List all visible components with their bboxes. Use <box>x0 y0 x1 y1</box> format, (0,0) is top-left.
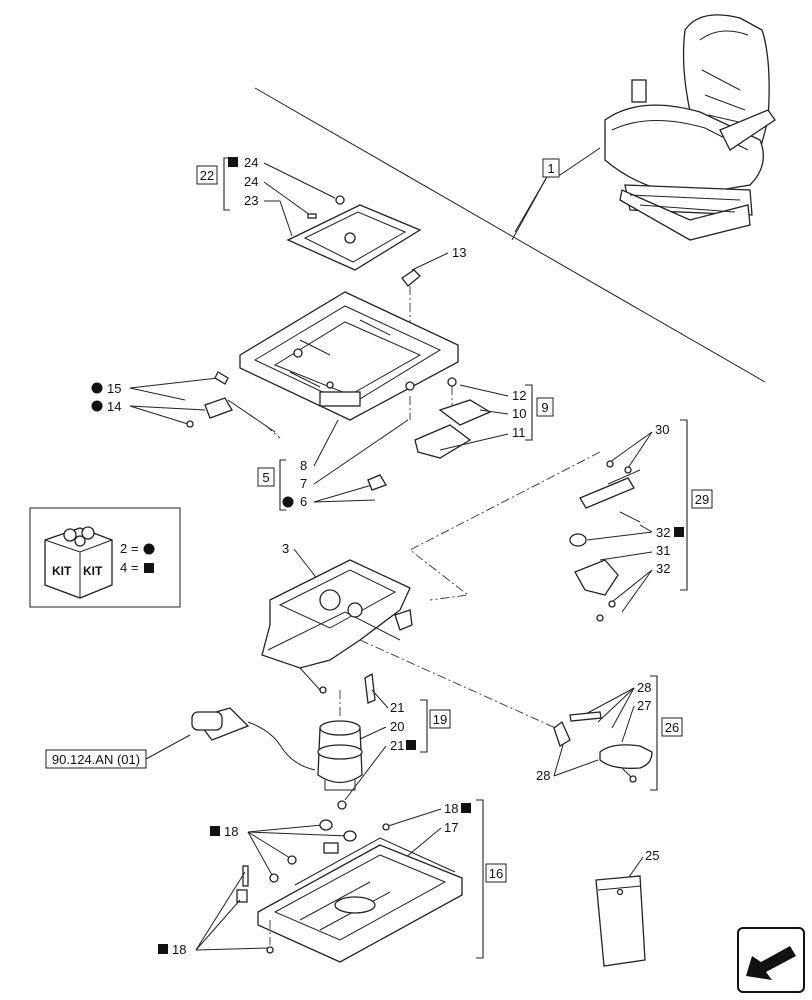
ref-label-31: 31 <box>656 543 670 558</box>
ref-label-25: 25 <box>645 848 659 863</box>
ref-label-15: 15 <box>107 381 121 396</box>
ref-label-30: 30 <box>655 422 669 437</box>
bracket-9 <box>525 384 533 441</box>
part-13 <box>401 269 421 287</box>
ref-box-1 <box>542 158 560 178</box>
filled-square-icon <box>210 826 220 836</box>
ref-box-5 <box>257 467 275 487</box>
damper-30 <box>579 477 635 509</box>
ref-label-17: 17 <box>444 820 458 835</box>
ref-label-26: 26 <box>665 720 679 735</box>
scissor-mechanism <box>261 559 413 694</box>
kit-text-right: KIT <box>83 564 103 578</box>
part-6 <box>367 474 387 491</box>
external-ref-label: 90.124.AN (01) <box>52 752 140 767</box>
ref-label-18c: 18 <box>172 942 186 957</box>
lower-seat-frame <box>236 819 463 963</box>
compressor-illustration <box>191 707 316 771</box>
ref-label-11: 11 <box>512 425 526 440</box>
ref-label-16: 16 <box>489 866 503 881</box>
part-21-bolt <box>364 672 376 704</box>
part-10 <box>438 399 492 426</box>
filled-circle-icon <box>143 543 155 555</box>
ref-box-22 <box>196 165 218 185</box>
part-25-bag <box>595 875 646 967</box>
ref-box-29 <box>691 489 713 509</box>
legend-circle-line: 2 = <box>120 541 138 556</box>
ref-label-1: 1 <box>547 161 554 176</box>
ref-label-21b: 21 <box>390 738 404 753</box>
part-27-cylinder <box>599 744 653 769</box>
filled-square-icon <box>461 803 471 813</box>
bracket-5 <box>279 459 286 511</box>
complete-seat-illustration <box>604 14 776 241</box>
filled-square-icon <box>228 157 238 167</box>
kit-box-icon <box>44 526 113 599</box>
ref-label-18b: 18 <box>444 801 458 816</box>
ref-label-24b: 24 <box>244 174 258 189</box>
ref-label-9: 9 <box>541 400 548 415</box>
part-28-clip <box>553 720 571 747</box>
ref-label-13: 13 <box>452 245 466 260</box>
filled-square-icon <box>674 527 684 537</box>
ref-label-6: 6 <box>300 494 307 509</box>
next-page-arrow-icon[interactable] <box>737 927 805 993</box>
filled-square-icon <box>144 563 154 573</box>
ref-label-28a: 28 <box>637 680 651 695</box>
lever-bracket <box>204 397 233 419</box>
ref-label-8: 8 <box>300 458 307 473</box>
ref-label-32b: 32 <box>656 561 670 576</box>
ref-label-20: 20 <box>390 719 404 734</box>
ref-label-3: 3 <box>282 541 289 556</box>
ref-label-12: 12 <box>512 388 526 403</box>
ref-label-28b: 28 <box>536 768 550 783</box>
ref-label-22: 22 <box>200 168 214 183</box>
part-31-bracket <box>574 559 619 596</box>
filled-circle-icon <box>282 496 294 508</box>
filled-circle-icon <box>91 382 103 394</box>
upper-seat-frame <box>239 291 459 421</box>
ref-label-27: 27 <box>637 698 651 713</box>
part-11-pedal <box>414 424 472 459</box>
bracket-16 <box>476 799 484 959</box>
bracket-19 <box>420 699 428 753</box>
part-32-bush <box>569 533 587 547</box>
ref-label-32a: 32 <box>656 525 670 540</box>
ref-label-5: 5 <box>262 470 269 485</box>
bracket-29 <box>680 419 688 591</box>
ref-label-29: 29 <box>695 492 709 507</box>
ref-box-19 <box>429 709 451 729</box>
ref-label-14: 14 <box>107 399 121 414</box>
ref-box-9 <box>536 397 554 417</box>
filled-square-icon <box>158 944 168 954</box>
air-spring-20 <box>317 720 363 791</box>
ref-label-19: 19 <box>433 712 447 727</box>
ref-label-23: 23 <box>244 193 258 208</box>
kit-text-left: KIT <box>52 564 72 578</box>
ref-label-24a: 24 <box>244 155 258 170</box>
filled-circle-icon <box>91 400 103 412</box>
ref-label-21a: 21 <box>390 700 404 715</box>
ref-label-10: 10 <box>512 406 526 421</box>
ref-box-26 <box>661 717 683 737</box>
filled-square-icon <box>406 740 416 750</box>
ref-box-16 <box>485 863 507 883</box>
ref-label-7: 7 <box>300 476 307 491</box>
bracket-22 <box>223 157 230 211</box>
legend-square-line: 4 = <box>120 560 138 575</box>
ref-label-18a: 18 <box>224 824 238 839</box>
bracket-26 <box>650 675 658 791</box>
